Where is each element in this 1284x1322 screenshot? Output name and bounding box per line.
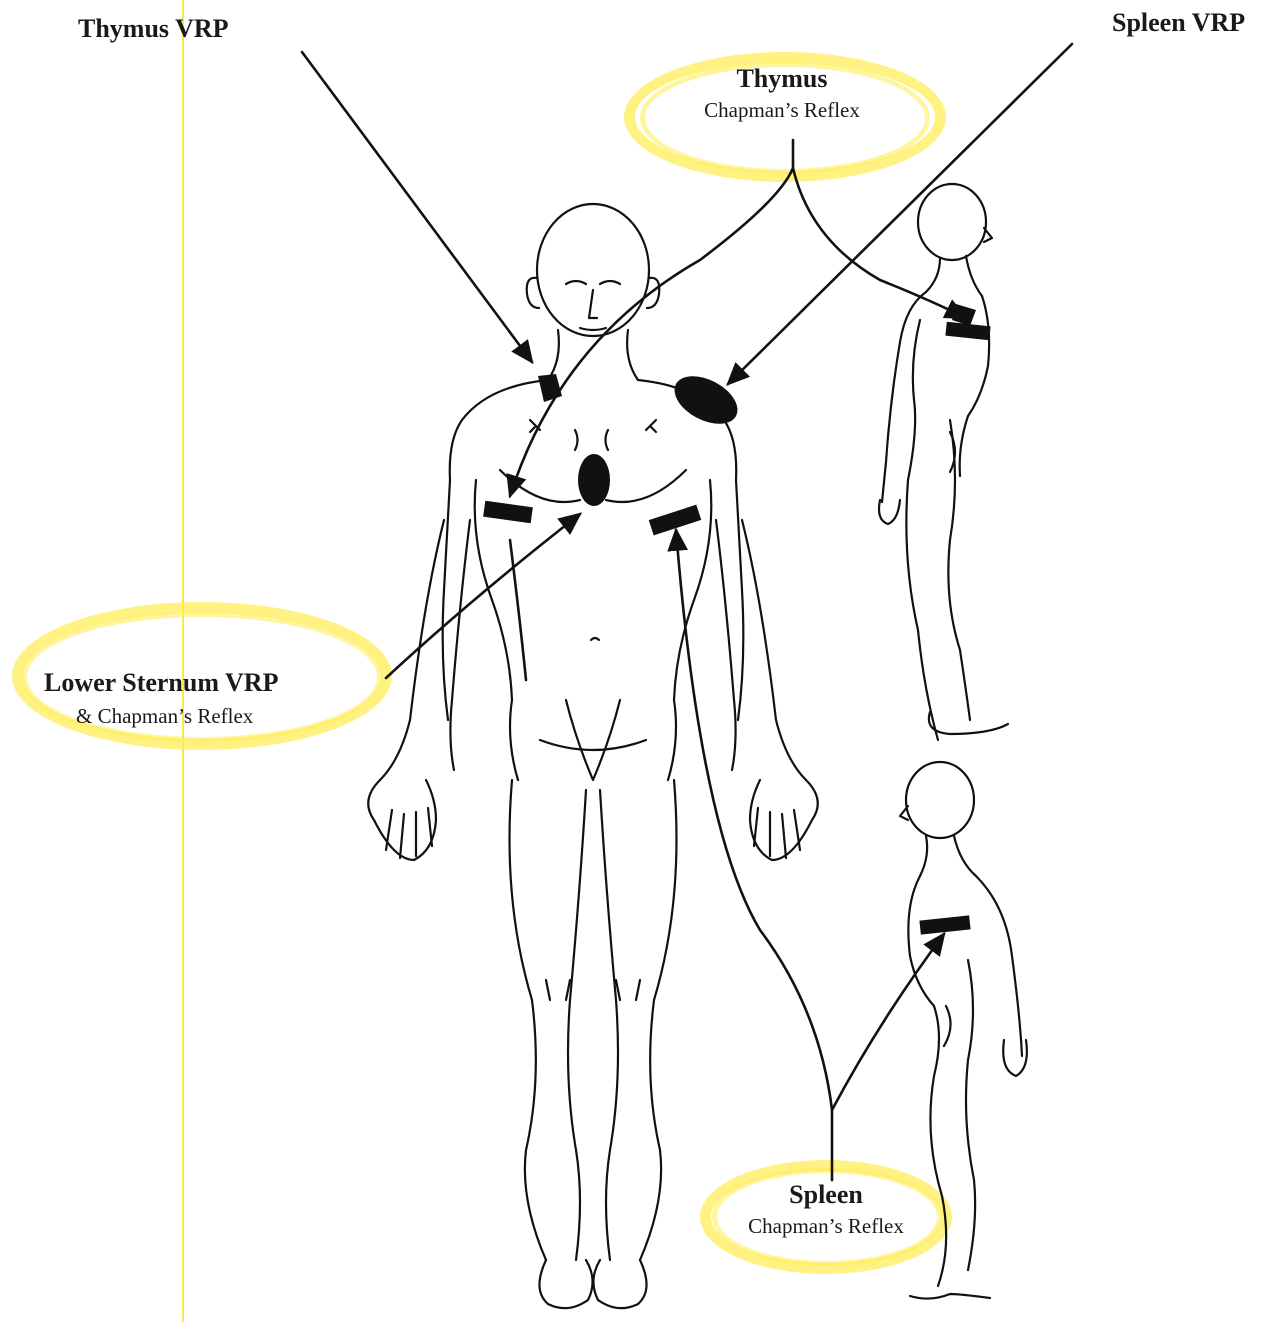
spleen-reflex-pointer-side	[832, 934, 944, 1110]
thymus-vrp-pointer	[302, 52, 532, 362]
thymus-reflex-title: Thymus	[710, 64, 854, 94]
pointer-lines	[302, 44, 1072, 1180]
thymus-vrp-mark	[538, 374, 562, 402]
thymus-vrp-label: Thymus VRP	[78, 14, 229, 44]
front-head	[537, 204, 649, 336]
spleen-reflex-subtitle: Chapman’s Reflex	[722, 1214, 930, 1238]
front-marks	[483, 366, 745, 535]
side-bottom-reflex-mark	[919, 915, 970, 934]
sternum-mark	[578, 454, 610, 506]
front-figure	[368, 204, 818, 1308]
lower-sternum-pointer-2	[510, 540, 526, 680]
thymus-reflex-pointer-front	[510, 140, 793, 496]
spleen-reflex-pointer-front	[676, 530, 832, 1180]
spleen-vrp-mark	[667, 366, 746, 433]
spleen-reflex-title: Spleen	[752, 1180, 900, 1210]
right-chest-reflex-mark	[483, 501, 533, 524]
spleen-vrp-pointer	[728, 44, 1072, 384]
lower-sternum-subtitle: & Chapman’s Reflex	[76, 704, 253, 728]
lower-sternum-title: Lower Sternum VRP	[44, 668, 278, 698]
side-figure-top	[879, 184, 1008, 740]
thymus-reflex-subtitle: Chapman’s Reflex	[680, 98, 884, 122]
spleen-vrp-label: Spleen VRP	[1112, 8, 1245, 38]
lower-sternum-pointer	[386, 514, 580, 678]
